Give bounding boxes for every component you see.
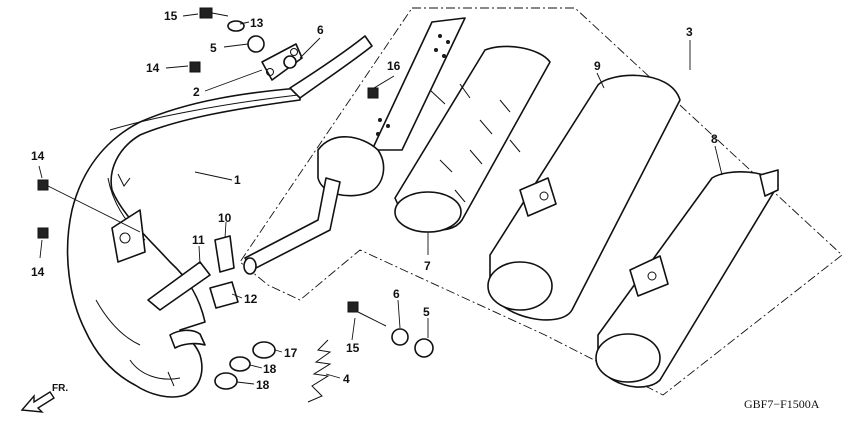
- callout-5-bottom: 5: [423, 305, 430, 319]
- callout-15-bottom: 15: [346, 341, 360, 355]
- callout-9: 9: [594, 59, 601, 73]
- hardware-parts: [37, 7, 434, 403]
- callout-7: 7: [424, 259, 431, 273]
- callout-12: 12: [244, 292, 258, 306]
- callout-14-top: 14: [146, 61, 160, 75]
- callout-18-bottom: 18: [256, 378, 270, 392]
- muffler-core-pipe: [243, 17, 466, 275]
- callout-14-bottom: 14: [31, 265, 45, 279]
- callout-6-top: 6: [317, 23, 324, 37]
- drawing-code: GBF7−F1500A: [744, 397, 820, 411]
- callout-4: 4: [343, 372, 350, 386]
- callout-2: 2: [193, 85, 200, 99]
- callout-13: 13: [250, 16, 264, 30]
- callout-17: 17: [284, 346, 298, 360]
- front-direction-indicator: FR.: [20, 383, 68, 413]
- callout-15-top: 15: [164, 9, 178, 23]
- leader-lines: [38, 13, 723, 385]
- callout-3: 3: [686, 25, 693, 39]
- callout-6-bottom: 6: [393, 287, 400, 301]
- callout-10: 10: [218, 211, 232, 225]
- callout-5-top: 5: [210, 41, 217, 55]
- callout-16: 16: [387, 59, 401, 73]
- callout-11: 11: [192, 233, 205, 247]
- muffler-outer-part-8: [595, 169, 779, 388]
- callout-18-top: 18: [263, 362, 277, 376]
- packing-wool-part-7: [394, 45, 551, 233]
- callout-14-left: 14: [31, 149, 45, 163]
- assembly-3-boundary: [239, 7, 843, 396]
- flange-part-2: [261, 35, 373, 99]
- callout-1: 1: [234, 173, 241, 187]
- front-label: FR.: [52, 383, 68, 394]
- front-arrow-icon: [20, 391, 55, 413]
- exhaust-pipe-part-1: [66, 87, 301, 398]
- callout-8: 8: [711, 132, 718, 146]
- muffler-body-part-9: [487, 74, 681, 321]
- callout-labels: 15 13 5 6 14 2 1 14 14 16 10 11 12 6 5 1…: [31, 9, 718, 392]
